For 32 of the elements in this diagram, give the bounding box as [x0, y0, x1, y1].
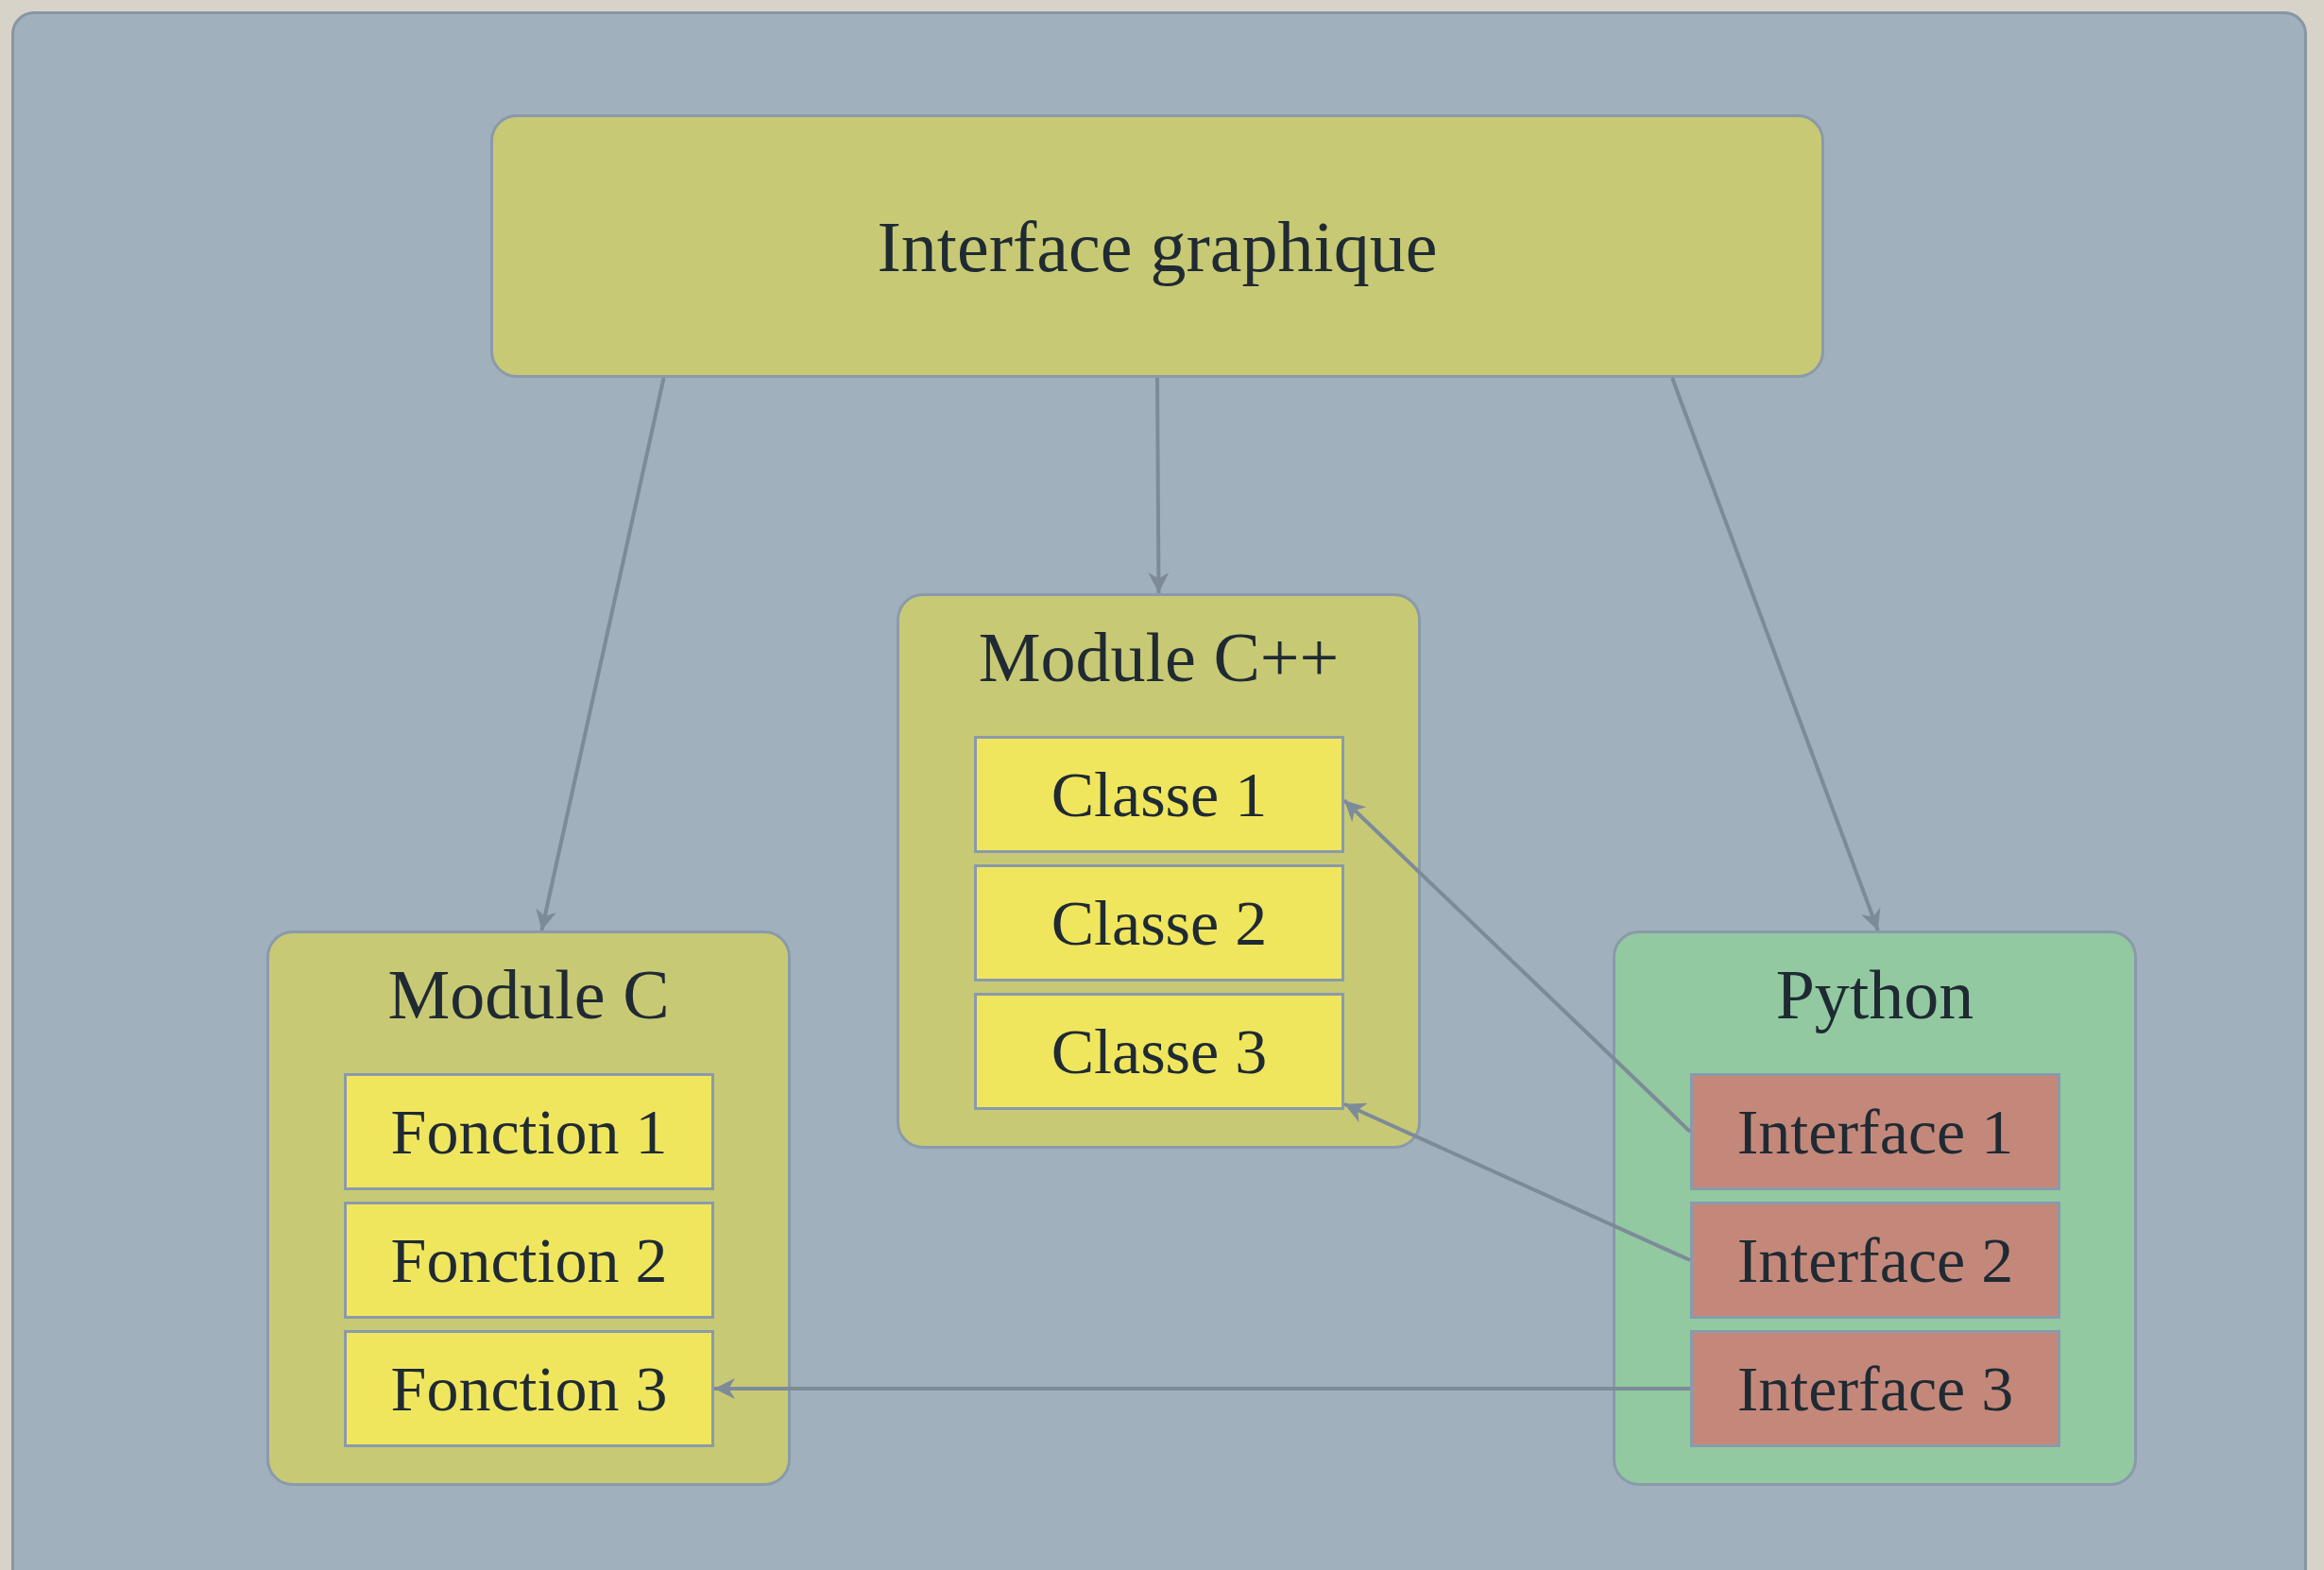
item-box — [1690, 1073, 2060, 1190]
item-box — [974, 736, 1344, 853]
item-box — [1690, 1330, 2060, 1447]
arrow — [536, 377, 666, 931]
module-box — [897, 593, 1421, 1149]
arrow — [714, 1378, 1690, 1399]
item-box — [344, 1330, 714, 1447]
item-label: Fonction 3 — [389, 1352, 669, 1426]
item-box — [974, 993, 1344, 1110]
arrow — [1343, 1101, 1691, 1262]
arrow — [1148, 378, 1170, 593]
item-label: Fonction 1 — [389, 1095, 669, 1169]
item-label: Classe 3 — [1050, 1015, 1269, 1089]
item-label: Interface 3 — [1735, 1352, 2015, 1426]
module-title: Python — [1774, 955, 1975, 1035]
module-box — [1613, 930, 2137, 1486]
interface-box — [490, 114, 1824, 378]
item-box — [344, 1073, 714, 1190]
module-title: Module C++ — [977, 618, 1341, 698]
item-label: Interface 1 — [1735, 1095, 2015, 1169]
item-label: Classe 1 — [1050, 758, 1269, 832]
module-box — [266, 930, 791, 1486]
module-title: Module C — [386, 955, 671, 1035]
item-box — [1690, 1202, 2060, 1319]
item-box — [344, 1202, 714, 1319]
item-label: Classe 2 — [1050, 886, 1269, 961]
item-label: Interface 2 — [1735, 1223, 2015, 1298]
item-box — [974, 864, 1344, 981]
box-title: Interface graphique — [876, 206, 1439, 288]
item-label: Fonction 2 — [389, 1223, 669, 1298]
arrow — [1342, 798, 1692, 1134]
arrow — [1670, 377, 1881, 931]
